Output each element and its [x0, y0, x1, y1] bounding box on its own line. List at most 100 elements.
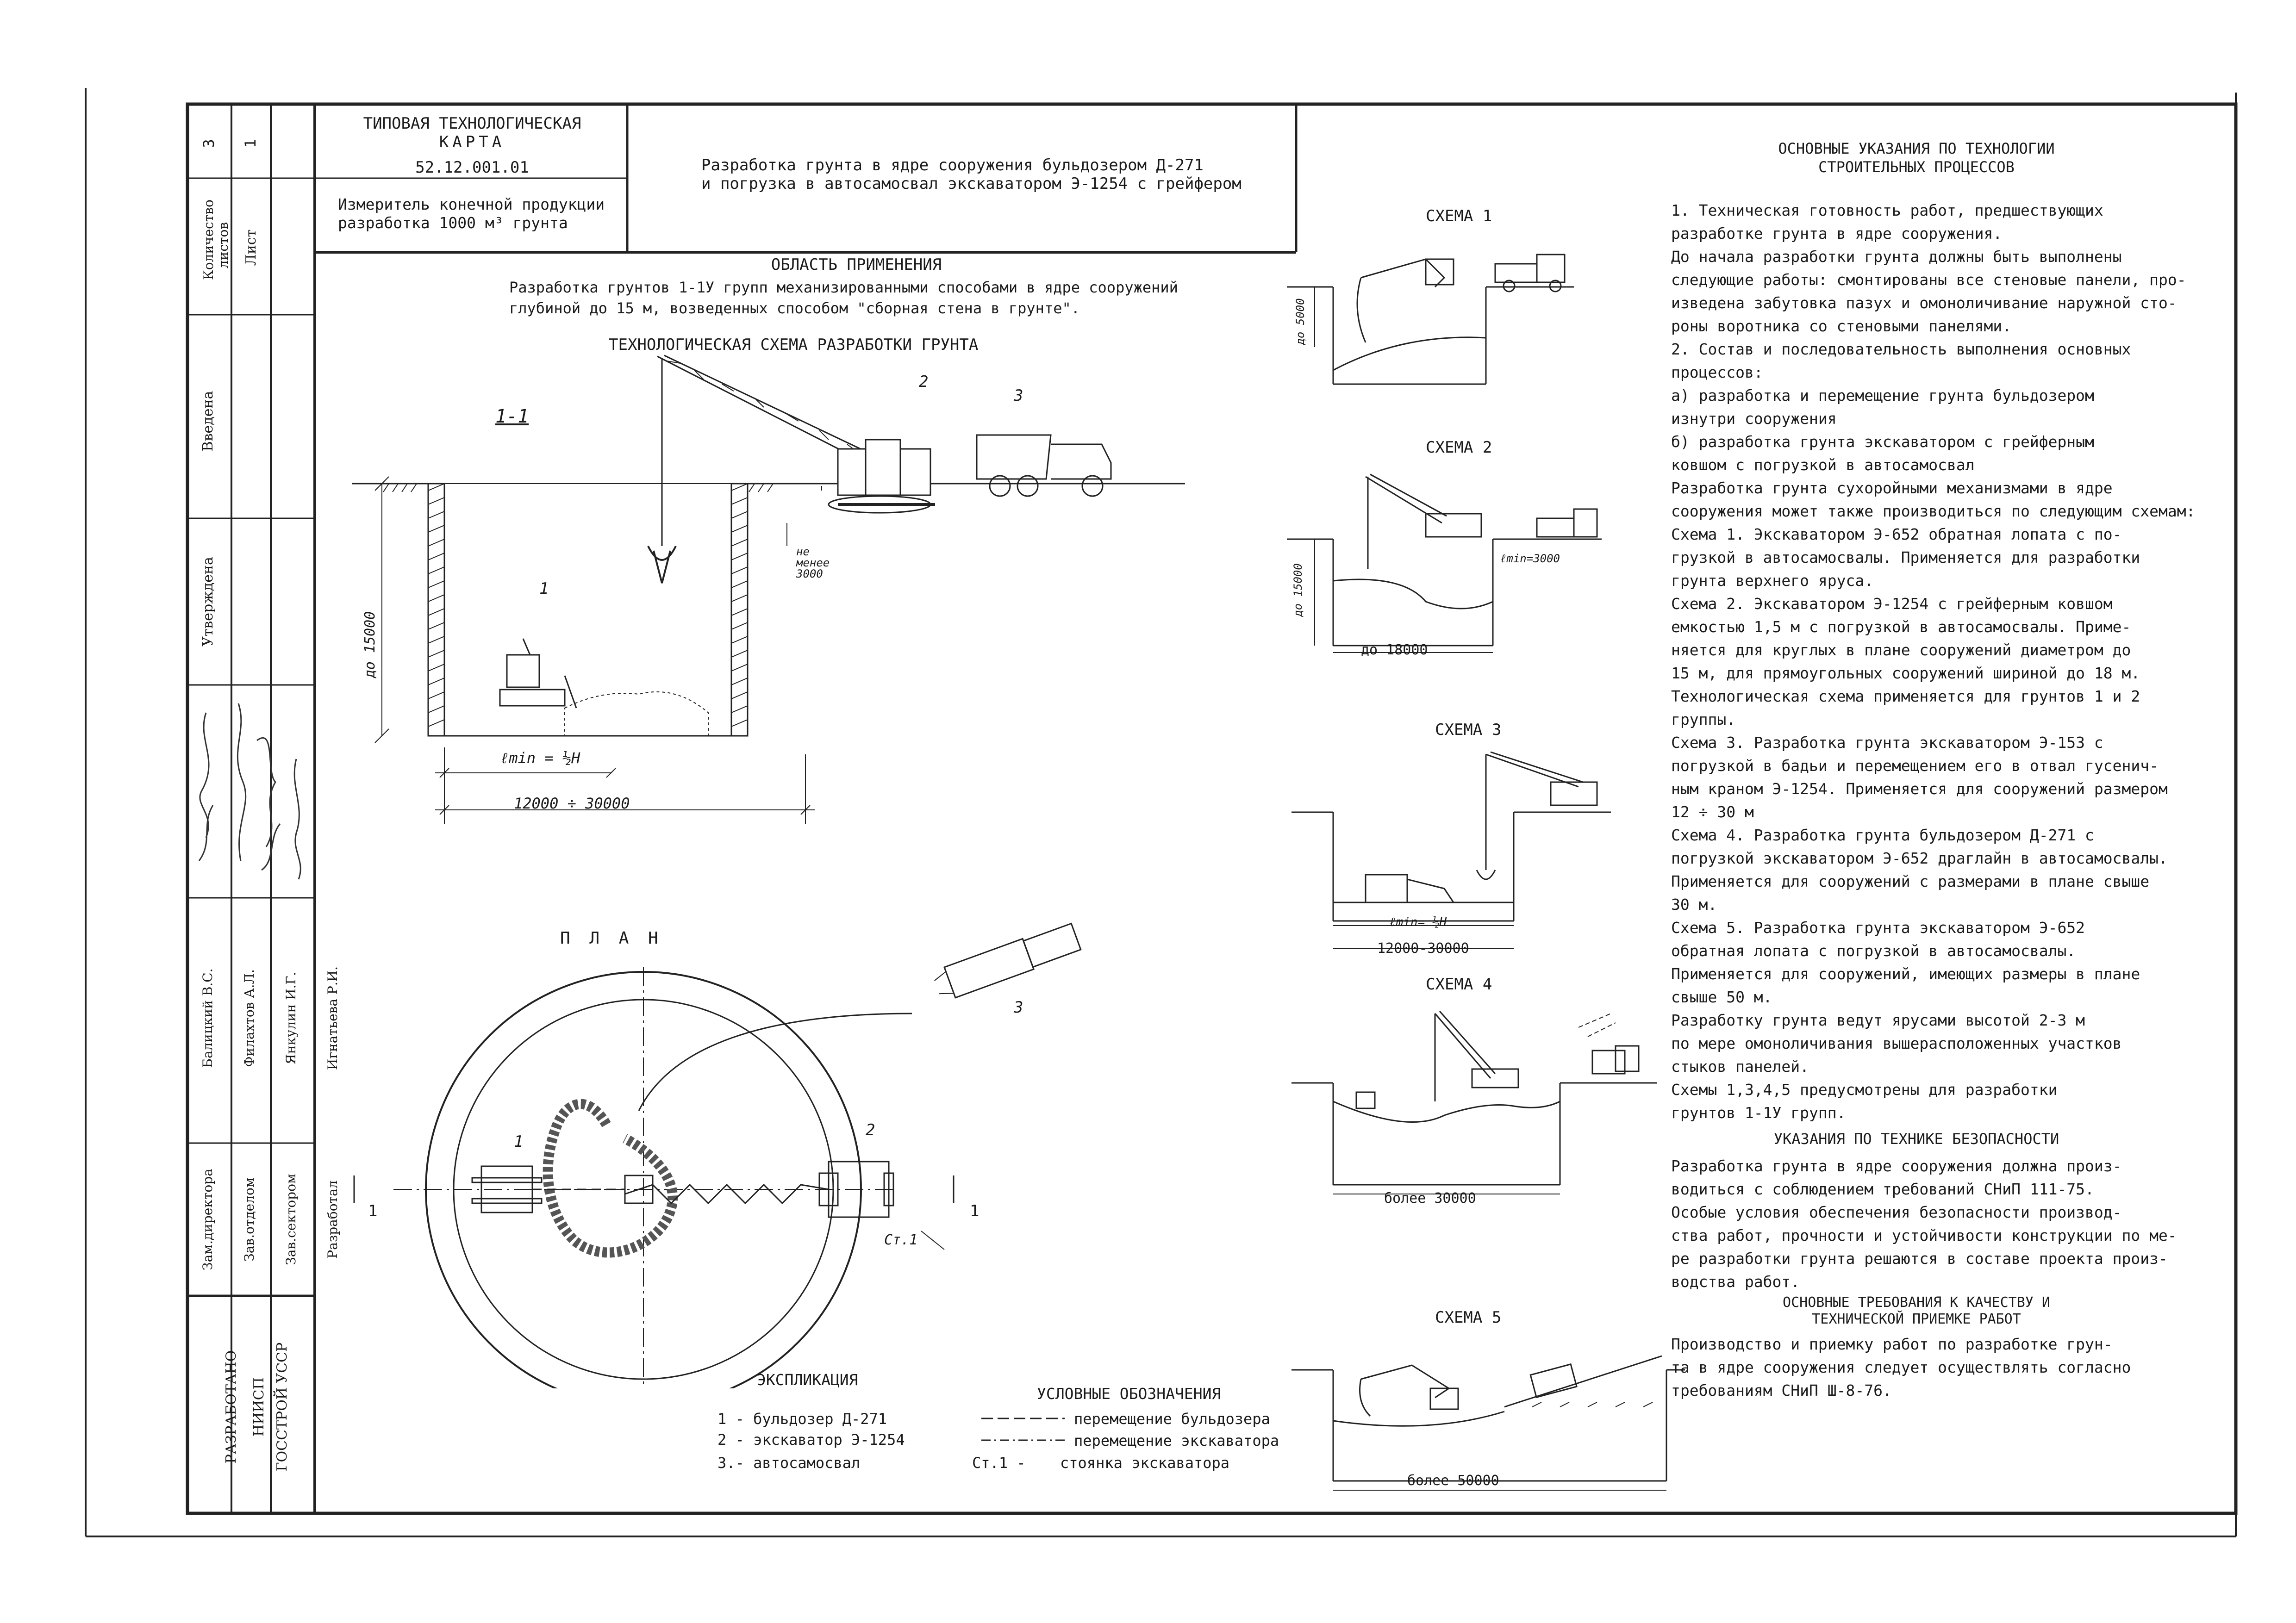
guidance-line: сооружения может также производиться по … — [1671, 502, 2196, 520]
role-1: Зам.директора — [200, 1169, 215, 1270]
guidance-line: ковшом с погрузкой в автосамосвал — [1671, 456, 1975, 474]
guidance-line: няется для круглых в плане сооружений ди… — [1671, 641, 2131, 659]
guidance-line: изнутри сооружения — [1671, 410, 1837, 428]
section-1-1-drawing — [352, 354, 1185, 824]
guidance-line: обратная лопата с погрузкой в автосамосв… — [1671, 942, 2076, 960]
doc-type-line1: ТИПОВАЯ ТЕХНОЛОГИЧЕСКАЯ — [363, 114, 581, 133]
dim-lmin: ℓmin = ½H — [500, 749, 580, 767]
sheet-title-line1: Разработка грунта в ядре сооружения буль… — [701, 156, 1204, 174]
guidance-line: Технологическая схема применяется для гр… — [1671, 687, 2140, 705]
scheme1-dim: до 5000 — [1294, 298, 1307, 345]
guidance-line: Схема 1. Экскаватором Э-652 обратная лоп… — [1671, 525, 2122, 543]
name-4: Игнатьева Р.И. — [325, 966, 340, 1070]
guidance-line: грунтов 1-1У групп. — [1671, 1104, 1846, 1122]
mark-bulldozer: 1 — [539, 579, 549, 598]
dim-width: 12000 ÷ 30000 — [514, 795, 630, 812]
quality-heading-2: ТЕХНИЧЕСКОЙ ПРИЕМКЕ РАБОТ — [1812, 1311, 2021, 1327]
scheme4-dim-width: более 30000 — [1384, 1190, 1476, 1206]
signatures — [198, 703, 301, 880]
quality-line: та в ядре сооружения следует осуществлят… — [1671, 1358, 2131, 1376]
scheme3-title: СХЕМА 3 — [1435, 721, 1502, 739]
approved-label: Утверждена — [200, 557, 216, 647]
introduced-label: Введена — [200, 391, 216, 452]
guidance-line: по мере омоноличивания вышерасположенных… — [1671, 1034, 2122, 1052]
guidance-line: 1. Техническая готовность работ, предшес… — [1671, 201, 2103, 219]
safety-body: Разработка грунта в ядре сооружения долж… — [1671, 1155, 2213, 1293]
guidance-line: Применяется для сооружений с размерами в… — [1671, 872, 2150, 890]
scheme3-dim-width: 12000-30000 — [1377, 940, 1469, 957]
org-line2: ГОССТРОЙ УССР — [274, 1342, 290, 1472]
guidance-line: стыков панелей. — [1671, 1057, 1809, 1076]
scheme5-drawing — [1292, 1355, 1685, 1491]
guidance-line: группы. — [1671, 710, 1736, 728]
guidance-line: До начала разработки грунта должны быть … — [1671, 248, 2122, 266]
quality-heading-1: ОСНОВНЫЕ ТРЕБОВАНИЯ К КАЧЕСТВУ И — [1783, 1294, 2050, 1311]
doc-code: 52.12.001.01 — [415, 158, 529, 177]
guidance-line: погрузкой экскаватором Э-652 драглайн в … — [1671, 849, 2168, 867]
doc-type-line2: КАРТА — [439, 133, 505, 151]
guidance-line: Схема 4. Разработка грунта бульдозером Д… — [1671, 826, 2094, 844]
safety-line: ства работ, прочности и устойчивости кон… — [1671, 1226, 2177, 1244]
section-label: 1-1 — [495, 406, 529, 427]
guidance-line: следующие работы: смонтированы все стено… — [1671, 271, 2186, 289]
guidance-line: Схема 3. Разработка грунта экскаватором … — [1671, 734, 2103, 752]
scheme5-title: СХЕМА 5 — [1435, 1308, 1502, 1327]
role-3: Зав.сектором — [283, 1174, 299, 1265]
guidance-line: 2. Состав и последовательность выполнени… — [1671, 340, 2131, 358]
sheets-count-label: Количество листов — [201, 199, 231, 280]
legend-lines — [981, 1418, 1065, 1441]
guidance-line: б) разработка грунта экскаватором с грей… — [1671, 433, 2094, 451]
mark-truck: 3 — [1014, 386, 1023, 405]
safety-line: водиться с соблюдением требований СНиП 1… — [1671, 1180, 2094, 1198]
guidance-line: ным краном Э-1254. Применяется для соору… — [1671, 780, 2168, 798]
scheme3-dim-lmin: ℓmin= ½H — [1389, 915, 1447, 929]
legend-item-excavator: перемещение экскаватора — [1074, 1432, 1279, 1449]
scheme2-drawing — [1287, 473, 1602, 653]
name-3: Янкулин И.Г. — [283, 971, 299, 1065]
sheets-count-value: 3 — [200, 139, 218, 148]
plan-cut-right: 1 — [970, 1202, 980, 1220]
sheet-label: Лист — [243, 229, 259, 266]
meter-line2: разработка 1000 м³ грунта — [338, 214, 568, 232]
guidance-body: 1. Техническая готовность работ, предшес… — [1671, 199, 2213, 1125]
guidance-heading-2: СТРОИТЕЛЬНЫХ ПРОЦЕССОВ — [1818, 158, 2015, 176]
plan-mark-2: 2 — [866, 1121, 875, 1139]
guidance-line: погрузкой в бадьи и перемещением его в о… — [1671, 757, 2159, 775]
scope-heading: ОБЛАСТЬ ПРИМЕНЕНИЯ — [771, 255, 942, 274]
explication-heading: ЭКСПЛИКАЦИЯ — [757, 1371, 858, 1389]
name-2: Филахтов А.Л. — [242, 969, 257, 1067]
scheme1-title: СХЕМА 1 — [1426, 207, 1492, 225]
scheme4-title: СХЕМА 4 — [1426, 975, 1492, 994]
scheme5-dim-width: более 50000 — [1407, 1473, 1499, 1489]
section-heading: ТЕХНОЛОГИЧЕСКАЯ СХЕМА РАЗРАБОТКИ ГРУНТА — [609, 336, 979, 354]
safety-line: Особые условия обеспечения безопасности … — [1671, 1203, 2122, 1221]
scope-line2: глубиной до 15 м, возведенных способом "… — [509, 299, 1080, 317]
quality-line: требованиям СНиП Ш-8-76. — [1671, 1381, 1892, 1399]
guidance-line: Схемы 1,3,4,5 предусмотрены для разработ… — [1671, 1081, 2058, 1099]
quality-line: Производство и приемку работ по разработ… — [1671, 1335, 2113, 1353]
scope-line1: Разработка грунтов 1-1У групп механизиро… — [509, 279, 1178, 296]
guidance-line: Схема 2. Экскаватором Э-1254 с грейферны… — [1671, 595, 2113, 613]
sheet-value: 1 — [242, 139, 259, 148]
org-line1: НИИСП — [251, 1377, 267, 1436]
guidance-line: грузкой в автосамосвалы. Применяется для… — [1671, 548, 2140, 566]
scheme1-drawing — [1287, 254, 1574, 385]
plan-mark-3: 3 — [1014, 998, 1023, 1017]
guidance-line: процессов: — [1671, 363, 1763, 381]
name-1: Балицкий В.С. — [200, 968, 215, 1068]
scheme3-drawing — [1292, 751, 1611, 949]
meter-line1: Измеритель конечной продукции — [338, 195, 605, 213]
explication-item-3: 3.- автосамосвал — [718, 1454, 861, 1472]
guidance-line: свыше 50 м. — [1671, 988, 1772, 1006]
guidance-line: грунта верхнего яруса. — [1671, 572, 1874, 590]
guidance-line: роны воротника со стеновыми панелями. — [1671, 317, 2012, 335]
plan-drawing — [353, 922, 1082, 1388]
legend-heading: УСЛОВНЫЕ ОБОЗНАЧЕНИЯ — [1037, 1385, 1221, 1403]
guidance-line: разработке грунта в ядре сооружения. — [1671, 224, 2003, 243]
developed-label: РАЗРАБОТАНО — [223, 1350, 239, 1464]
scheme2-dim-depth: до 15000 — [1292, 563, 1304, 617]
guidance-line: 12 ÷ 30 м — [1671, 803, 1754, 821]
scheme4-drawing — [1292, 1011, 1657, 1194]
safety-line: водства работ. — [1671, 1273, 1800, 1291]
plan-station: Ст.1 — [884, 1232, 918, 1248]
